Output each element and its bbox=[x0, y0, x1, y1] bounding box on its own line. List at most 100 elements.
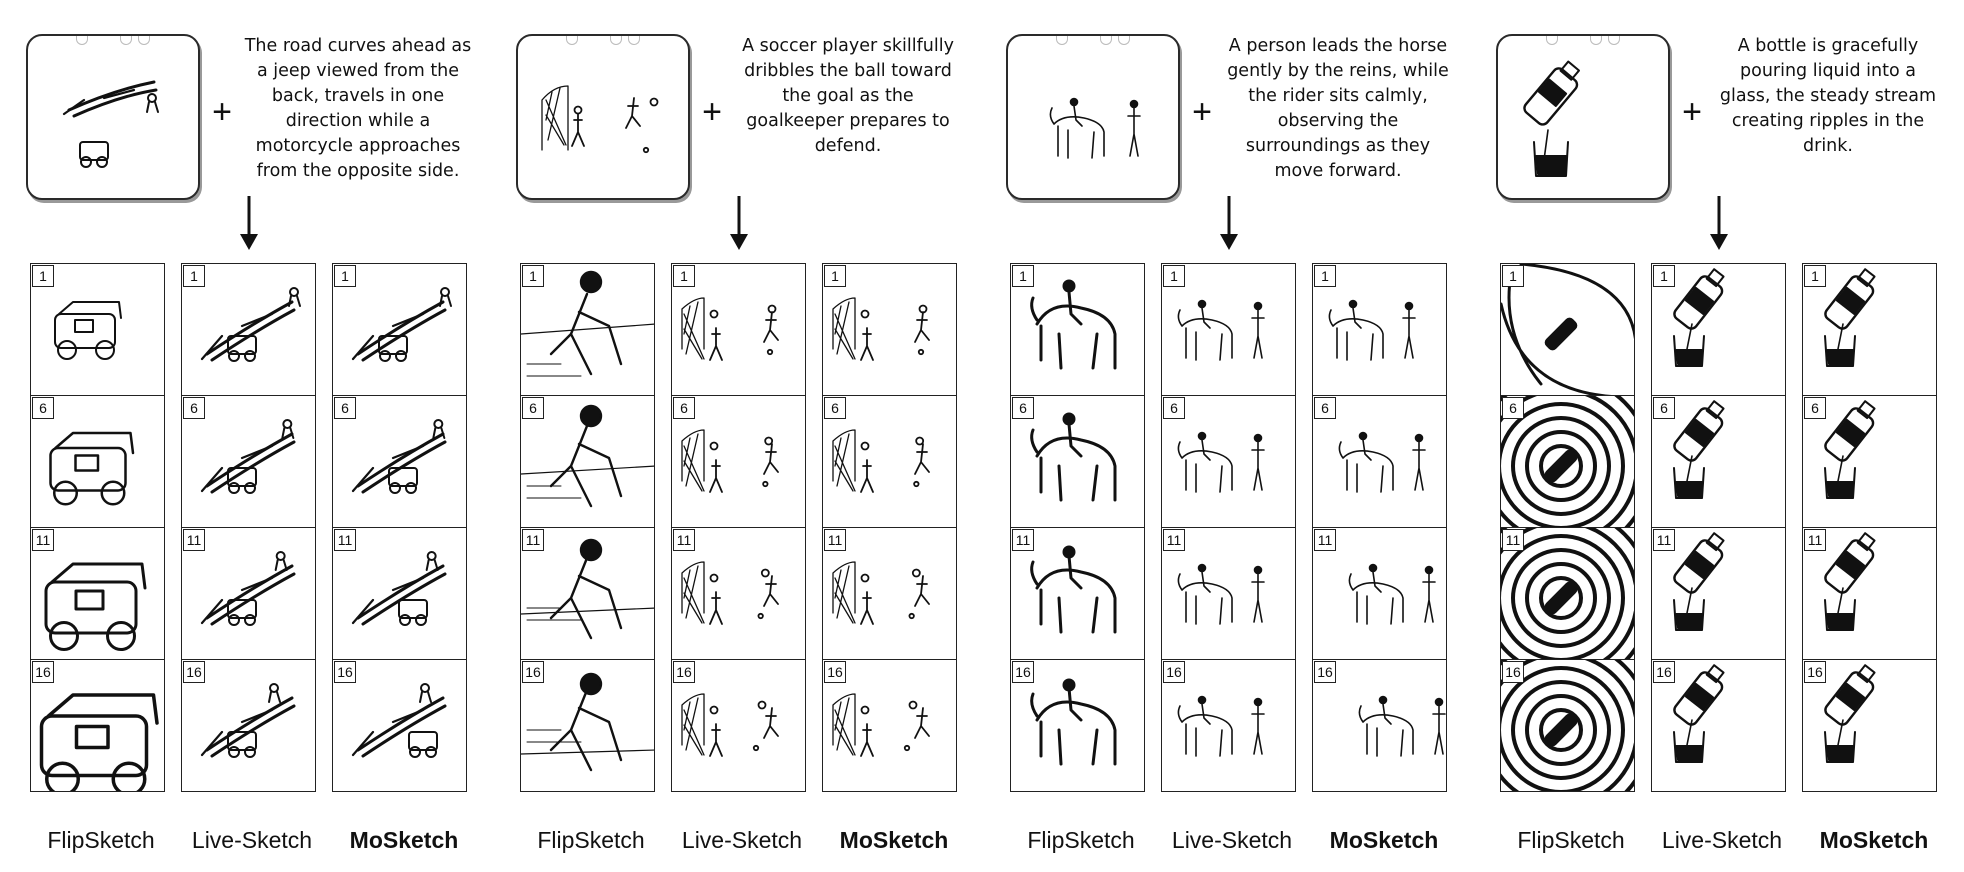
animation-frame: 11 bbox=[1500, 527, 1635, 660]
frame-number: 1 bbox=[32, 265, 54, 287]
frame-number: 6 bbox=[1012, 397, 1034, 419]
frame-number: 1 bbox=[1502, 265, 1524, 287]
frame-number: 16 bbox=[1012, 661, 1034, 683]
animation-frame: 11 bbox=[1651, 527, 1786, 660]
frame-number: 11 bbox=[1163, 529, 1185, 551]
frame-number: 1 bbox=[334, 265, 356, 287]
paper-curl-decoration bbox=[1118, 36, 1130, 45]
animation-frame: 1 bbox=[1161, 263, 1296, 396]
paper-curl-decoration bbox=[1056, 36, 1068, 45]
animation-frame: 6 bbox=[181, 395, 316, 528]
animation-frame: 16 bbox=[332, 659, 467, 792]
animation-frame: 6 bbox=[1161, 395, 1296, 528]
animation-frame: 16 bbox=[1312, 659, 1447, 792]
frame-number: 6 bbox=[1314, 397, 1336, 419]
result-column-mosketch: 1 6 11 16 bbox=[1802, 263, 1937, 792]
input-sketch-card bbox=[26, 34, 200, 200]
paper-curl-decoration bbox=[138, 36, 150, 45]
animation-frame: 11 bbox=[671, 527, 806, 660]
animation-frame: 11 bbox=[822, 527, 957, 660]
animation-frame: 6 bbox=[1500, 395, 1635, 528]
method-label: FlipSketch bbox=[1027, 827, 1135, 853]
paper-curl-decoration bbox=[628, 36, 640, 45]
plus-sign: + bbox=[1192, 93, 1212, 131]
frame-number: 11 bbox=[673, 529, 695, 551]
frame-number: 16 bbox=[1163, 661, 1185, 683]
animation-frame: 1 bbox=[30, 263, 165, 396]
frame-number: 6 bbox=[1502, 397, 1524, 419]
paper-curl-decoration bbox=[1608, 36, 1620, 45]
input-sketch-drawing bbox=[44, 50, 179, 183]
text-prompt: A bottle is gracefully pouring liquid in… bbox=[1719, 36, 1937, 156]
method-label: Live-Sketch bbox=[1171, 827, 1293, 853]
animation-frame: 11 bbox=[1161, 527, 1296, 660]
frame-number: 11 bbox=[1653, 529, 1675, 551]
animation-frame: 16 bbox=[1500, 659, 1635, 792]
paper-curl-decoration bbox=[1100, 36, 1112, 45]
animation-frame: 1 bbox=[1312, 263, 1447, 396]
animation-frame: 6 bbox=[1802, 395, 1937, 528]
input-sketch-drawing bbox=[1514, 50, 1649, 183]
animation-frame: 1 bbox=[822, 263, 957, 396]
frame-number: 1 bbox=[522, 265, 544, 287]
method-label: Live-Sketch bbox=[681, 827, 803, 853]
result-column-mosketch: 1 6 11 16 bbox=[332, 263, 467, 792]
animation-frame: 11 bbox=[30, 527, 165, 660]
example-group-2: +A soccer player skillfully dribbles the… bbox=[512, 0, 992, 872]
animation-frame: 11 bbox=[1010, 527, 1145, 660]
result-column-mosketch: 1 6 11 16 bbox=[822, 263, 957, 792]
method-label: FlipSketch bbox=[537, 827, 645, 853]
frame-number: 1 bbox=[183, 265, 205, 287]
frame-number: 16 bbox=[824, 661, 846, 683]
frame-number: 11 bbox=[1314, 529, 1336, 551]
input-sketch-drawing bbox=[1024, 50, 1159, 183]
frame-number: 11 bbox=[183, 529, 205, 551]
animation-frame: 6 bbox=[1651, 395, 1786, 528]
paper-curl-decoration bbox=[120, 36, 132, 45]
input-sketch-card bbox=[516, 34, 690, 200]
frame-number: 1 bbox=[824, 265, 846, 287]
animation-frame: 1 bbox=[1651, 263, 1786, 396]
animation-frame: 11 bbox=[520, 527, 655, 660]
frame-number: 11 bbox=[32, 529, 54, 551]
frame-number: 1 bbox=[1314, 265, 1336, 287]
frame-number: 6 bbox=[183, 397, 205, 419]
animation-frame: 6 bbox=[520, 395, 655, 528]
frame-number: 11 bbox=[334, 529, 356, 551]
frame-number: 16 bbox=[183, 661, 205, 683]
frame-number: 11 bbox=[1804, 529, 1826, 551]
input-sketch-card bbox=[1496, 34, 1670, 200]
paper-curl-decoration bbox=[1590, 36, 1602, 45]
paper-curl-decoration bbox=[1546, 36, 1558, 45]
frame-number: 16 bbox=[1653, 661, 1675, 683]
animation-frame: 16 bbox=[822, 659, 957, 792]
animation-frame: 6 bbox=[671, 395, 806, 528]
method-label: FlipSketch bbox=[1517, 827, 1625, 853]
frame-number: 6 bbox=[824, 397, 846, 419]
frame-number: 16 bbox=[522, 661, 544, 683]
frame-number: 11 bbox=[1012, 529, 1034, 551]
animation-frame: 16 bbox=[1802, 659, 1937, 792]
example-group-3: +A person leads the horse gently by the … bbox=[1002, 0, 1482, 872]
frame-number: 1 bbox=[1653, 265, 1675, 287]
result-column-flipsketch: 1 6 11 16 bbox=[1010, 263, 1145, 792]
animation-frame: 11 bbox=[332, 527, 467, 660]
animation-frame: 6 bbox=[1010, 395, 1145, 528]
frame-number: 6 bbox=[1163, 397, 1185, 419]
down-arrow-icon bbox=[1707, 196, 1731, 252]
example-group-4: +A bottle is gracefully pouring liquid i… bbox=[1492, 0, 1964, 872]
frame-number: 16 bbox=[32, 661, 54, 683]
method-label: FlipSketch bbox=[47, 827, 155, 853]
method-label: MoSketch bbox=[1329, 827, 1439, 853]
animation-frame: 6 bbox=[822, 395, 957, 528]
paper-curl-decoration bbox=[566, 36, 578, 45]
method-label: Live-Sketch bbox=[191, 827, 313, 853]
result-column-live-sketch: 1 6 11 16 bbox=[181, 263, 316, 792]
frame-number: 11 bbox=[1502, 529, 1524, 551]
frame-number: 16 bbox=[1314, 661, 1336, 683]
frame-number: 6 bbox=[673, 397, 695, 419]
frame-number: 11 bbox=[522, 529, 544, 551]
animation-frame: 16 bbox=[30, 659, 165, 792]
animation-frame: 6 bbox=[1312, 395, 1447, 528]
frame-number: 6 bbox=[1804, 397, 1826, 419]
